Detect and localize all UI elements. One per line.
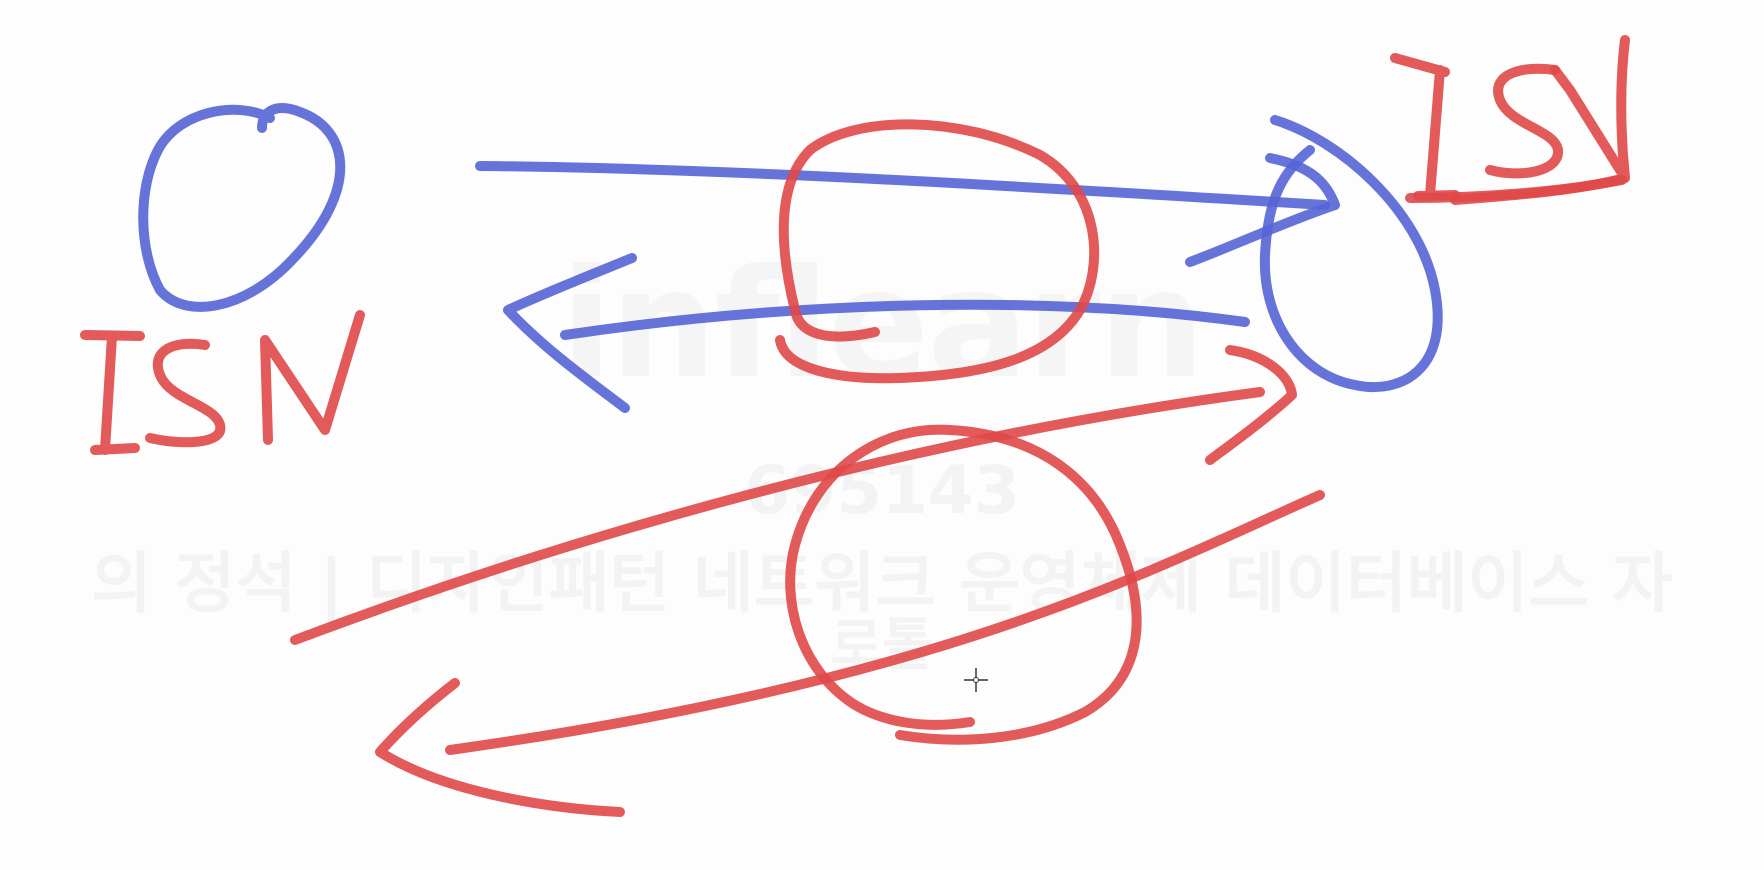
data-arrow-head — [375, 678, 625, 817]
ack-arrow-line — [290, 387, 1265, 645]
right-host-circle — [1259, 115, 1443, 393]
left-isn-letter-i — [80, 330, 145, 455]
blue-strokes — [138, 103, 1443, 413]
synack-arrow-line — [560, 299, 1250, 340]
left-isn-letter-s — [145, 338, 226, 448]
synack-arrow-head — [503, 253, 637, 413]
syn-arrow-line — [475, 161, 1330, 210]
ack-arrow-head — [1205, 345, 1297, 465]
right-isn-base-line — [1405, 175, 1627, 203]
upper-red-loop — [775, 119, 1100, 384]
red-strokes — [80, 35, 1630, 817]
lower-red-loop — [785, 424, 1142, 745]
crosshair-cursor-icon — [964, 668, 988, 692]
data-arrow-line — [445, 490, 1325, 755]
left-isn-letter-n — [260, 310, 365, 445]
left-host-circle — [138, 103, 346, 312]
right-isn-letter-s — [1485, 63, 1563, 179]
right-isn-letter-i — [1390, 53, 1460, 201]
